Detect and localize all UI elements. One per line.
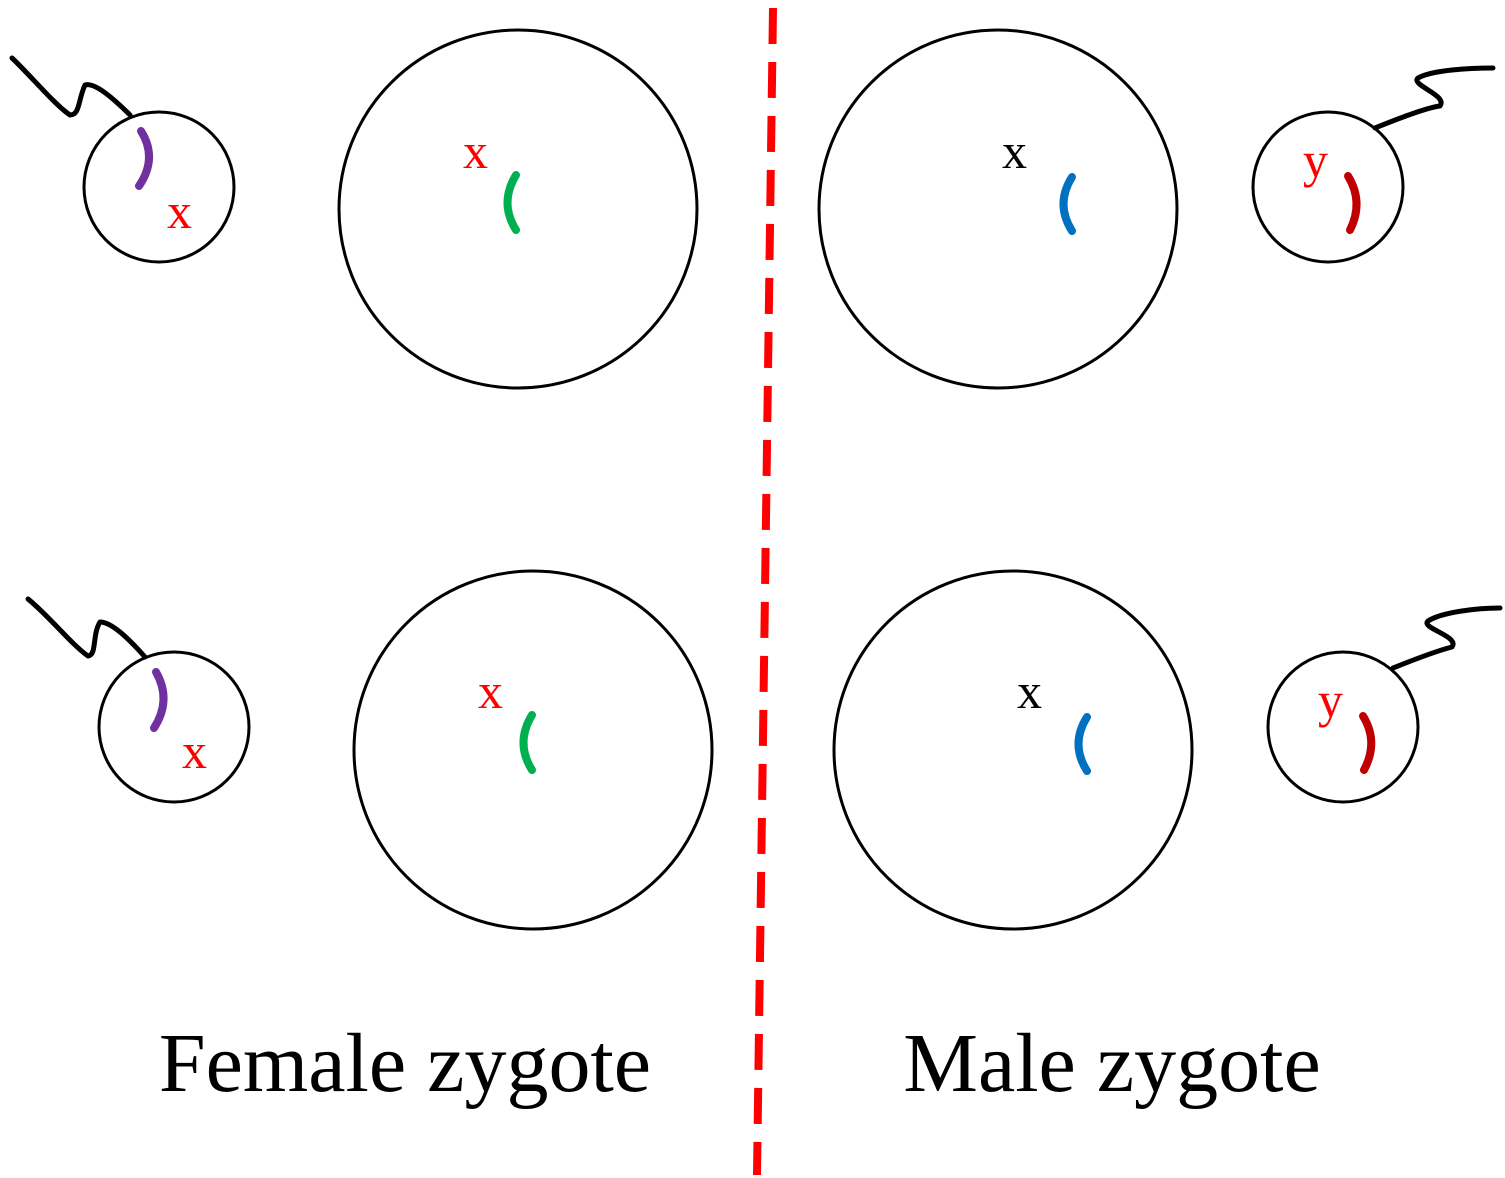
egg-cell bbox=[832, 569, 1194, 931]
sperm-chromosome-label: y bbox=[1318, 672, 1343, 728]
egg-x-chromosome bbox=[519, 711, 536, 774]
sperm-chromosome-label: y bbox=[1303, 132, 1328, 188]
egg-x-chromosome bbox=[1074, 713, 1091, 775]
sperm-tail bbox=[9, 55, 133, 118]
sperm-tail bbox=[1372, 65, 1496, 131]
sperm-y-chromosome bbox=[1344, 172, 1361, 234]
center-divider bbox=[753, 7, 777, 1176]
egg-chromosome-label: x bbox=[1017, 663, 1042, 719]
sperm-head bbox=[1266, 650, 1420, 804]
egg-x-chromosome bbox=[503, 171, 520, 234]
egg-cell bbox=[352, 569, 714, 931]
sperm-chromosome-label: x bbox=[182, 723, 207, 779]
egg-chromosome-label: x bbox=[1002, 123, 1027, 179]
female-side: x x x x Female zygote bbox=[9, 28, 714, 1110]
egg-chromosome-label: x bbox=[463, 123, 488, 179]
male-side: x y x y Male zygote bbox=[817, 28, 1503, 1110]
male-zygote-caption: Male zygote bbox=[903, 1017, 1321, 1110]
egg-chromosome-label: x bbox=[478, 663, 503, 719]
sperm-tail bbox=[25, 596, 148, 660]
sperm-head bbox=[97, 650, 251, 804]
egg-x-chromosome bbox=[1059, 173, 1076, 235]
male-bottom-egg: x bbox=[832, 569, 1194, 931]
sperm-head bbox=[1251, 110, 1405, 264]
sperm-x-chromosome bbox=[135, 127, 153, 190]
female-bottom-egg: x bbox=[352, 569, 714, 931]
egg-cell bbox=[337, 28, 699, 390]
sperm-y-chromosome bbox=[1359, 712, 1376, 774]
sperm-chromosome-label: x bbox=[167, 183, 192, 239]
female-zygote-caption: Female zygote bbox=[159, 1017, 651, 1110]
male-top-egg: x bbox=[817, 28, 1179, 390]
egg-cell bbox=[817, 28, 1179, 390]
female-top-egg: x bbox=[337, 28, 699, 390]
female-bottom-sperm: x bbox=[25, 596, 251, 804]
male-bottom-sperm: y bbox=[1266, 605, 1503, 804]
female-top-sperm: x bbox=[9, 55, 236, 264]
sperm-head bbox=[82, 110, 236, 264]
male-top-sperm: y bbox=[1251, 65, 1496, 264]
sperm-x-chromosome bbox=[150, 668, 168, 732]
sperm-tail bbox=[1390, 605, 1503, 671]
